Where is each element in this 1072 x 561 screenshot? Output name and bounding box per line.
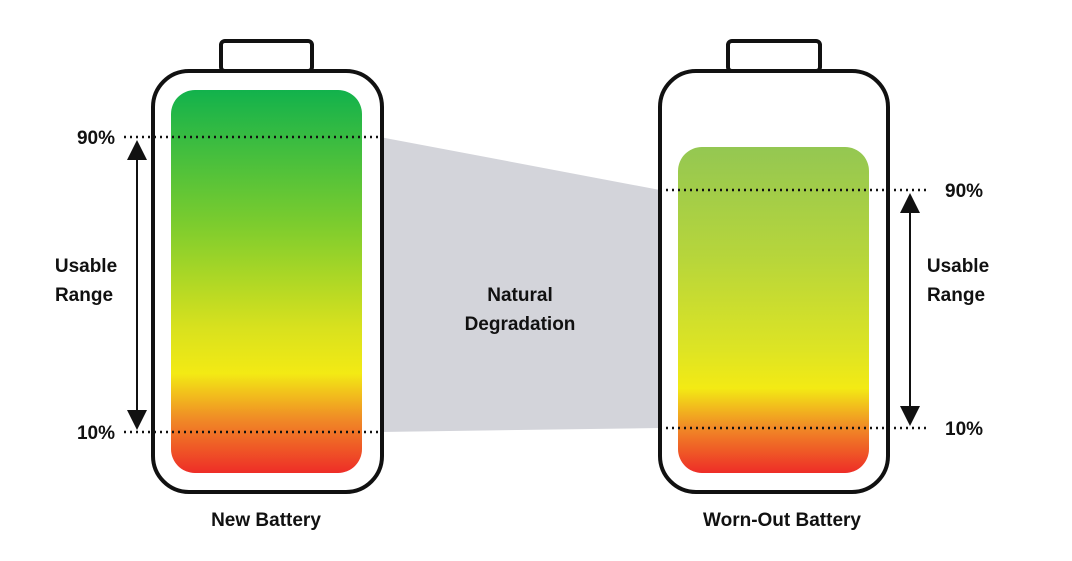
worn-battery-range-label-line2: Range bbox=[927, 285, 985, 306]
new-battery-90-label: 90% bbox=[77, 128, 115, 149]
worn-battery-90-label: 90% bbox=[945, 181, 983, 202]
new-battery-caption: New Battery bbox=[211, 510, 321, 531]
new-battery-range-label-line1: Usable bbox=[55, 256, 117, 277]
new-battery-terminal bbox=[219, 39, 314, 73]
worn-battery-charge-fill bbox=[678, 147, 869, 473]
worn-battery-terminal bbox=[726, 39, 822, 73]
worn-battery bbox=[658, 39, 890, 494]
new-battery bbox=[151, 39, 384, 494]
degradation-label-line1: Natural bbox=[487, 285, 552, 306]
worn-battery-caption: Worn-Out Battery bbox=[703, 510, 861, 531]
degradation-label-line2: Degradation bbox=[465, 314, 576, 335]
new-battery-charge-fill bbox=[171, 90, 362, 473]
degradation-band bbox=[380, 137, 660, 432]
new-battery-10-label: 10% bbox=[77, 423, 115, 444]
worn-battery-10-label: 10% bbox=[945, 419, 983, 440]
worn-battery-range-label-line1: Usable bbox=[927, 256, 989, 277]
new-battery-range-label-line2: Range bbox=[55, 285, 113, 306]
